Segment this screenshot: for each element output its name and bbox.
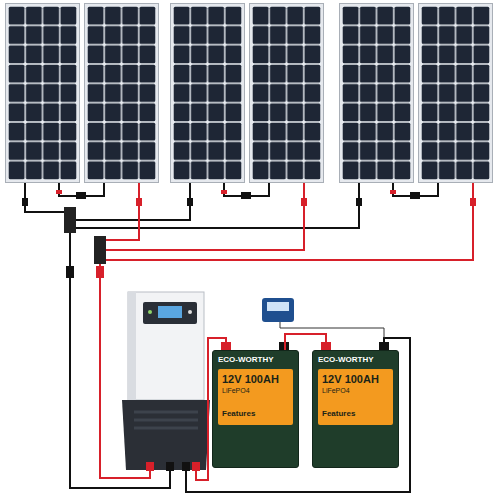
battery-rating: 12V 100AH bbox=[322, 373, 389, 386]
brand-name: ECO-WORTHY bbox=[318, 355, 393, 365]
battery-rating: 12V 100AH bbox=[222, 373, 289, 386]
feature-heading: Features bbox=[322, 409, 389, 419]
panel-series-links bbox=[56, 183, 438, 199]
solar-panels bbox=[6, 4, 493, 183]
battery-label: 12V 100AHLiFePO4Features bbox=[218, 369, 293, 426]
branch-connectors bbox=[22, 198, 476, 278]
positive-wires bbox=[100, 183, 473, 478]
brand-name: ECO-WORTHY bbox=[218, 355, 293, 365]
battery-link bbox=[285, 334, 326, 350]
negative-wires bbox=[25, 183, 359, 488]
feature-heading: Features bbox=[222, 409, 289, 419]
battery-label: 12V 100AHLiFePO4Features bbox=[318, 369, 393, 426]
battery-chemistry: LiFePO4 bbox=[222, 386, 289, 395]
inverter-controller bbox=[122, 292, 210, 471]
battery-box: ECO-WORTHY 12V 100AHLiFePO4Features bbox=[212, 350, 299, 468]
battery-terminals bbox=[221, 342, 389, 350]
battery-chemistry: LiFePO4 bbox=[322, 386, 389, 395]
battery-box: ECO-WORTHY 12V 100AHLiFePO4Features bbox=[312, 350, 399, 468]
battery-monitor bbox=[262, 298, 294, 322]
battery-wires bbox=[186, 322, 410, 492]
